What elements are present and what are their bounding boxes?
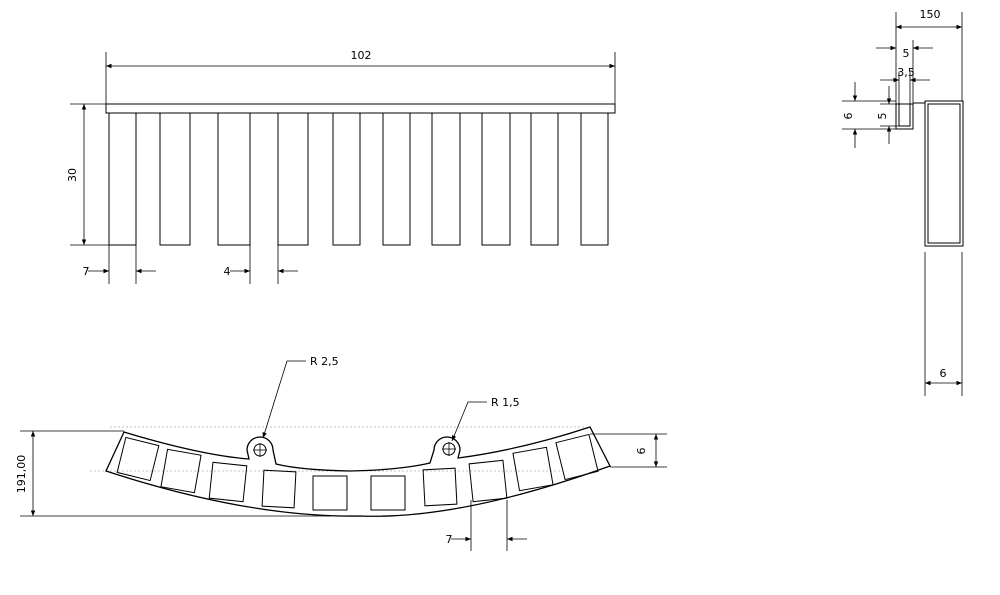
comb-outline [105,103,616,246]
dim-arc-height-label: 191,00 [15,455,28,494]
dim-side-total-label: 150 [920,8,941,21]
leader-radius-small: R 1,5 [451,396,520,442]
dim-tooth-height: 30 [66,103,136,246]
dim-side-lip: 5 [876,86,899,144]
curved-window [261,469,297,509]
comb-tooth [159,112,191,246]
comb-tooth [382,112,411,246]
curved-window [312,475,348,511]
dim-side-lip-label: 5 [876,113,889,120]
dim-side-wall-label: 3,5 [897,66,915,79]
dim-arc-gap-label: 7 [446,533,453,546]
dim-gap-width: 7 [83,245,156,284]
curved-window [116,436,160,482]
comb-tooth [580,112,609,246]
comb-tooth [481,112,511,246]
curved-window [555,433,599,481]
dim-gap-width-label: 7 [83,265,90,278]
comb-tooth [530,112,559,246]
front-view: 102 30 7 4 [66,49,616,284]
comb-tooth [108,112,137,246]
side-profile [895,100,964,247]
dim-overall-length: 102 [105,49,616,104]
dim-side-flange-label: 6 [842,113,855,120]
comb-tooth [332,112,361,246]
curved-view: R 2,5 R 1,5 191,00 6 7 [15,355,667,551]
dim-arc-gap: 7 [446,500,527,551]
leader-radius-large: R 2,5 [262,355,339,439]
leader-radius-large-label: R 2,5 [310,355,339,368]
curved-window [160,448,202,494]
dim-side-slot-label: 5 [903,47,910,60]
dim-arc-step: 6 [590,433,667,468]
curved-window [468,459,508,503]
hole-right [442,442,456,456]
curved-windows [116,433,599,511]
comb-tooth [217,112,251,246]
curved-body-outline [105,426,611,517]
dim-arc-step-label: 6 [635,448,648,455]
dim-side-thickness: 6 [924,252,963,396]
hole-left [253,443,267,457]
dim-arc-height: 191,00 [15,430,330,517]
curved-window [512,446,554,492]
comb-tooth [431,112,461,246]
curved-window [370,475,406,511]
side-view: 150 5 3,5 6 [842,8,964,396]
dim-tooth-width-label: 4 [224,265,231,278]
dim-side-total: 150 [895,8,963,104]
dim-tooth-height-label: 30 [66,168,79,182]
curved-window [208,461,248,503]
dim-overall-length-label: 102 [351,49,372,62]
dim-side-slot: 5 [876,40,933,104]
dim-side-thickness-label: 6 [940,367,947,380]
comb-teeth [108,112,609,246]
dim-tooth-width: 4 [224,245,298,284]
comb-tooth [277,112,309,246]
curved-window [422,467,458,507]
leader-radius-small-label: R 1,5 [491,396,520,409]
dim-side-wall: 3,5 [880,66,930,104]
